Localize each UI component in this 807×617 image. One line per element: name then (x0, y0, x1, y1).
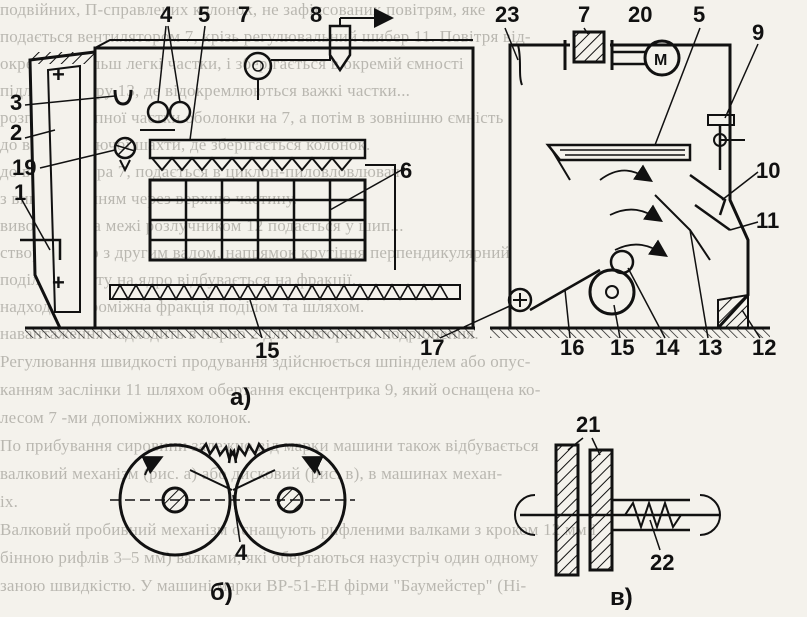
caption-a: а) (230, 384, 251, 411)
label-r16: 16 (560, 335, 584, 360)
label-15: 15 (255, 338, 279, 363)
label-v21: 21 (576, 412, 600, 437)
background-text-line: По прибування сировини залежно від марки… (0, 436, 539, 455)
label-1: 1 (14, 180, 26, 205)
label-r11: 11 (756, 208, 779, 233)
figure-b-rollers (110, 441, 355, 557)
background-text-line: бінною рифлів 3–5 мм) валками, які оберт… (0, 548, 539, 567)
background-text-line: іх. (0, 492, 19, 511)
label-r17: 17 (420, 335, 444, 360)
label-r12: 12 (752, 335, 776, 360)
background-text-line: подається вентилятором 7, крізь регулюва… (0, 27, 531, 46)
background-text-line: заною швидкістю. У машині марки ВР-51-ЕН… (0, 576, 527, 595)
machine-a-left (20, 8, 475, 338)
label-r10: 10 (756, 158, 780, 183)
label-8: 8 (310, 2, 322, 27)
label-2: 2 (10, 120, 22, 145)
background-text-line: розподіл крупної частки оболонки на 7, а… (0, 108, 504, 127)
caption-b: б) (210, 579, 233, 606)
background-text-line: лесом 7 -ми допоміжних колонок. (0, 408, 252, 427)
plus-sign-top: + (52, 62, 65, 87)
background-text-line: Валковий пробивний механізм оснащують ри… (0, 520, 597, 539)
leader-lines-v (567, 437, 661, 551)
labels-a-right: 23 7 20 5 9 10 11 12 13 14 15 16 17 M (420, 2, 780, 360)
background-text-line: подвійних, П-справлених колонок, не зафі… (0, 0, 486, 19)
background-text-line: створюючого з другим валом, напрямок кру… (0, 243, 510, 262)
label-r14: 14 (655, 335, 680, 360)
leader-lines-a-right (439, 27, 761, 339)
labels-v: 21 22 в) (576, 412, 674, 611)
background-text-line: Регулювання швидкості продування здійсню… (0, 352, 531, 371)
plus-sign-bottom: + (52, 270, 65, 295)
figure-v-disk (514, 443, 721, 577)
caption-v: в) (610, 584, 633, 611)
label-v22: 22 (650, 550, 674, 575)
label-r7: 7 (578, 2, 590, 27)
machine-a-right (490, 30, 770, 338)
background-text-line: підлоги камеру 13, де відокремлюються ва… (0, 81, 411, 100)
labels-b: 4 б) (210, 540, 248, 606)
label-5: 5 (198, 2, 210, 27)
labels-a: 1 2 3 4 5 7 8 6 19 15 + + а) (10, 2, 412, 411)
leader-b4 (232, 494, 241, 543)
label-r5: 5 (693, 2, 705, 27)
label-r23: 23 (495, 2, 519, 27)
label-6: 6 (400, 158, 412, 183)
label-b4: 4 (235, 540, 248, 565)
background-text-line: канням заслінки 11 шляхом обертання ексц… (0, 380, 541, 399)
label-4: 4 (160, 2, 173, 27)
motor-label: M (654, 52, 667, 69)
label-19: 19 (12, 155, 36, 180)
label-r13: 13 (698, 335, 722, 360)
label-r20: 20 (628, 2, 652, 27)
label-7: 7 (238, 2, 250, 27)
label-r15: 15 (610, 335, 634, 360)
label-3: 3 (10, 90, 22, 115)
label-r9: 9 (752, 20, 764, 45)
leader-lines-a (21, 25, 406, 339)
